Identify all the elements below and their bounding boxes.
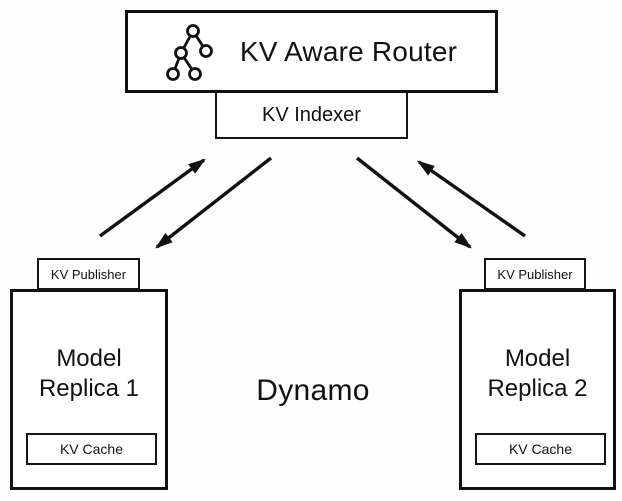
cache-label: KV Cache: [59, 441, 124, 457]
dynamo-label: Dynamo: [256, 374, 370, 407]
publisher-label: KV Publisher: [497, 266, 573, 282]
indexer-label: KV Indexer: [262, 103, 361, 126]
kv-cache-box-1: KV Cache: [26, 433, 157, 465]
model-replica-1-box: Model Replica 1 KV Cache: [10, 289, 168, 490]
arrow-indexer-to-replica1: [155, 156, 273, 249]
tree-topology-icon: [165, 22, 220, 82]
kv-cache-box-2: KV Cache: [475, 433, 606, 465]
kv-aware-router-box: KV Aware Router: [125, 10, 498, 93]
arrow-replica2-to-indexer: [417, 160, 526, 238]
replica-name: Model Replica 1: [38, 345, 140, 402]
router-label: KV Aware Router: [239, 35, 458, 67]
replica-name: Model Replica 2: [487, 345, 588, 402]
arrow-indexer-to-replica2: [355, 156, 472, 249]
model-replica-2-box: Model Replica 2 KV Cache: [459, 289, 616, 490]
kv-publisher-box-2: KV Publisher: [484, 258, 586, 290]
kv-indexer-box: KV Indexer: [215, 91, 408, 139]
kv-publisher-box-1: KV Publisher: [37, 258, 140, 290]
publisher-label: KV Publisher: [50, 266, 127, 282]
arrow-replica1-to-indexer: [98, 158, 206, 238]
cache-label: KV Cache: [508, 441, 573, 457]
